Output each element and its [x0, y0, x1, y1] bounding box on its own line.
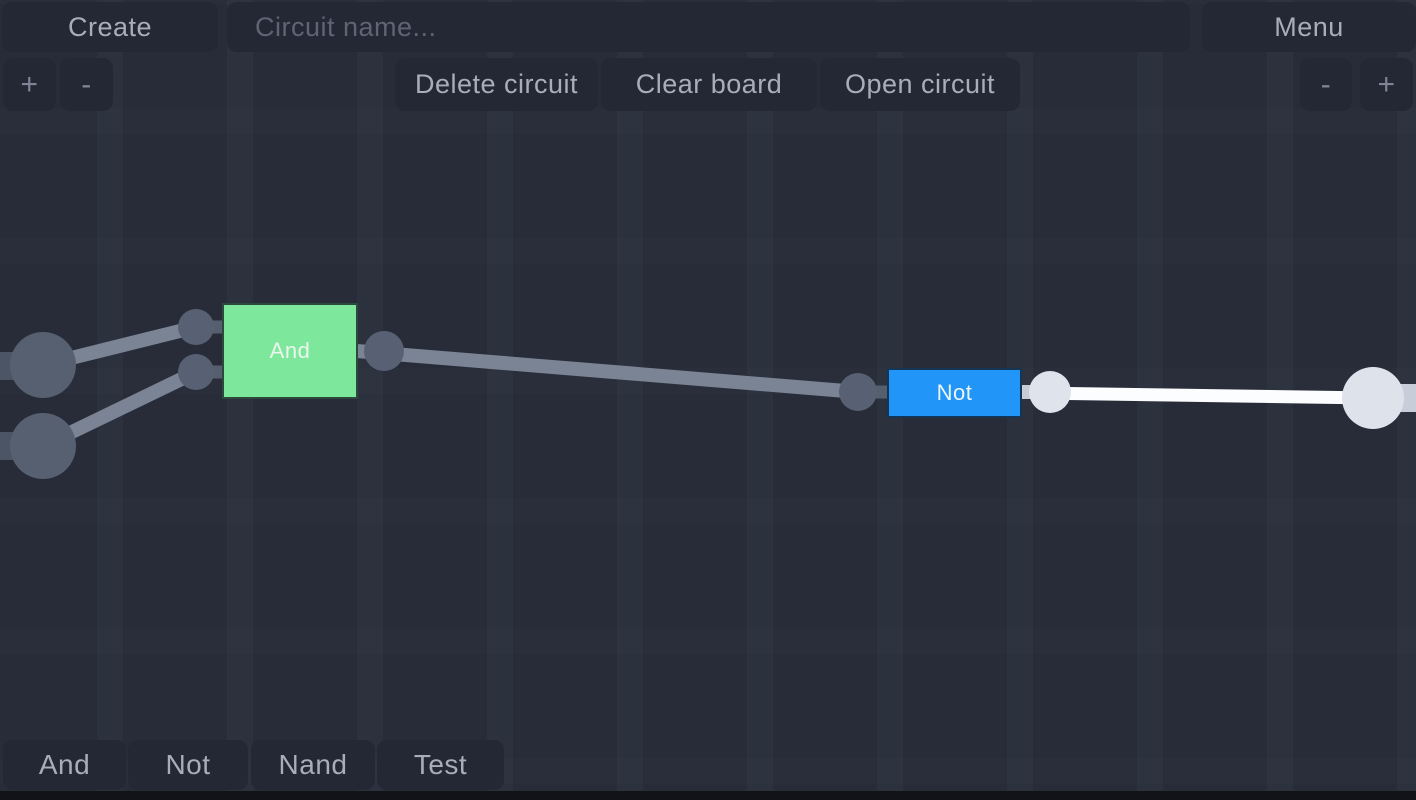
open-circuit-button[interactable]: Open circuit [820, 58, 1020, 111]
delete-circuit-button[interactable]: Delete circuit [395, 58, 598, 111]
input-terminal-2[interactable] [10, 413, 76, 479]
and-gate-label: And [269, 338, 311, 363]
zoom-in-button-right[interactable]: + [1360, 58, 1413, 111]
not-output-pin[interactable] [1029, 371, 1071, 413]
and-output-pin[interactable] [364, 331, 404, 371]
not-gate[interactable]: Not [887, 368, 1022, 418]
palette-item-nand[interactable]: Nand [251, 740, 375, 790]
palette-item-not[interactable]: Not [128, 740, 248, 790]
wire-not-to-output [1033, 386, 1374, 405]
menu-button[interactable]: Menu [1202, 2, 1416, 52]
zoom-out-button-left[interactable]: - [60, 58, 113, 111]
circuit-name-input[interactable] [227, 2, 1190, 52]
and-input-pin-1[interactable] [178, 309, 214, 345]
zoom-in-button-left[interactable]: + [3, 58, 56, 111]
palette-item-test[interactable]: Test [377, 740, 504, 790]
output-terminal-1[interactable] [1342, 367, 1404, 429]
not-input-pin[interactable] [839, 373, 877, 411]
not-gate-label: Not [936, 380, 973, 405]
and-gate[interactable]: And [222, 303, 358, 399]
bottom-system-bar [0, 791, 1416, 800]
palette-item-and[interactable]: And [3, 740, 126, 790]
input-terminal-1[interactable] [10, 332, 76, 398]
create-button[interactable]: Create [2, 2, 218, 52]
wire-and-to-not [356, 344, 859, 399]
zoom-out-button-right[interactable]: - [1300, 58, 1352, 111]
and-input-pin-2[interactable] [178, 354, 214, 390]
clear-board-button[interactable]: Clear board [601, 58, 817, 111]
